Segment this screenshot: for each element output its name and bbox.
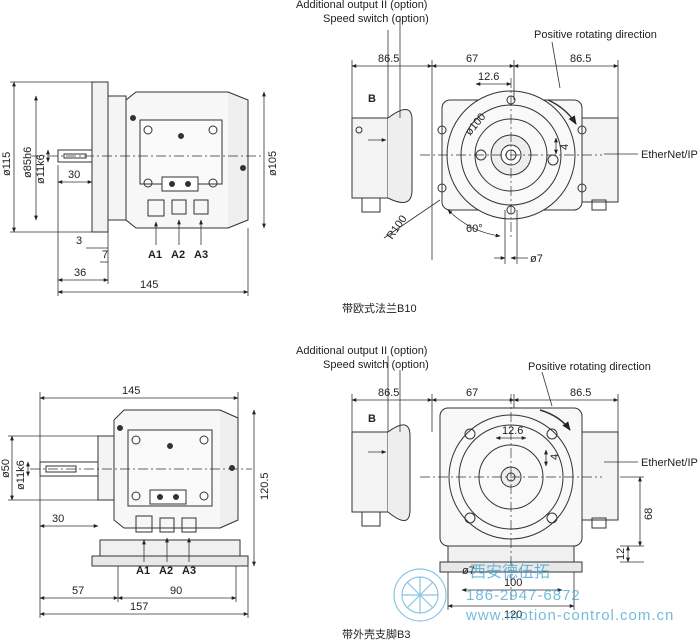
- label-a3: A3: [194, 249, 208, 261]
- dim-86-5-right: 86.5: [570, 53, 591, 65]
- dim-d105: ø105: [267, 151, 279, 176]
- dim-b-86-5-right: 86.5: [570, 387, 591, 399]
- label-b-speed-switch: Speed switch (option): [323, 359, 429, 371]
- dim-b-157: 157: [130, 601, 148, 613]
- watermark-company: 西安德伍拓: [470, 563, 550, 581]
- dim-7: 7: [102, 249, 108, 261]
- dim-d11: ø11k6: [35, 154, 47, 184]
- bottom-side-dims: [8, 392, 256, 618]
- label-speed-switch: Speed switch (option): [323, 13, 429, 25]
- label-a1: A1: [148, 249, 162, 261]
- top-front-dims: [351, 16, 638, 264]
- dim-b-68: 68: [643, 508, 655, 520]
- dim-b-12: 12: [615, 548, 627, 560]
- dim-30: 30: [68, 169, 80, 181]
- label-b-a2: A2: [159, 565, 173, 577]
- dim-d85: ø85h6: [22, 147, 34, 178]
- label-b-a3: A3: [182, 565, 196, 577]
- watermark-phone: 186-2947-6872: [466, 587, 581, 604]
- label-b-a1: A1: [136, 565, 150, 577]
- top-side-dims: [10, 81, 266, 296]
- dim-b-90: 90: [170, 585, 182, 597]
- dim-b-12-6: 12.6: [502, 425, 523, 437]
- dim-b-120: 120: [504, 609, 522, 621]
- caption-bottom: 带外壳支脚B3: [342, 627, 410, 641]
- dim-r100: R100: [385, 213, 410, 241]
- dim-86-5-left: 86.5: [378, 53, 399, 65]
- dim-b-d11: ø11k6: [15, 460, 27, 490]
- label-additional-output: Additional output II (option): [296, 0, 427, 11]
- caption-top: 带欧式法兰B10: [342, 301, 417, 315]
- dim-b-30: 30: [52, 513, 64, 525]
- watermark-url: www.motion-control.com.cn: [465, 607, 674, 624]
- dim-b-86-5-left: 86.5: [378, 387, 399, 399]
- label-b-positive-rotating: Positive rotating direction: [528, 361, 651, 373]
- label-ethernet: EtherNet/IP: [641, 149, 698, 161]
- top-front-view: [351, 78, 619, 240]
- watermark: 西安德伍拓 186-2947-6872 www.motion-control.c…: [393, 563, 674, 624]
- dim-b-d50: ø50: [0, 459, 12, 478]
- label-b-ethernet: EtherNet/IP: [641, 457, 698, 469]
- dim-b-d7: ø7: [462, 565, 475, 577]
- label-b-additional-output: Additional output II (option): [296, 345, 427, 357]
- dim-67: 67: [466, 53, 478, 65]
- dim-b-4: 4: [549, 454, 561, 460]
- bottom-front-texts: Additional output II (option) Speed swit…: [296, 345, 698, 621]
- dim-60: 60°: [466, 223, 483, 235]
- label-b-b: B: [368, 413, 376, 425]
- dim-d115: ø115: [1, 152, 13, 176]
- dim-b-120-5: 120.5: [259, 472, 271, 500]
- label-a2: A2: [171, 249, 185, 261]
- bottom-side-view: [30, 409, 252, 567]
- dim-b-57: 57: [72, 585, 84, 597]
- dim-4: 4: [559, 144, 571, 150]
- dim-b-100: 100: [504, 577, 522, 589]
- top-side-texts: ø115 ø85h6 ø11k6 ø105 30 3 7 36 145 A1 A…: [1, 147, 279, 291]
- watermark-logo: [393, 568, 447, 622]
- dim-b-67: 67: [466, 387, 478, 399]
- bottom-side-texts: 145 ø50 ø11k6 120.5 30 57 90 157 A1 A2 A…: [0, 385, 271, 613]
- top-side-view: [30, 81, 262, 233]
- bottom-front-dims: [351, 356, 644, 610]
- dim-b-145: 145: [122, 385, 140, 397]
- label-b: B: [368, 93, 376, 105]
- dim-36: 36: [74, 267, 86, 279]
- bottom-front-view: [351, 394, 619, 600]
- dim-12-6: 12.6: [478, 71, 499, 83]
- dim-3: 3: [76, 235, 82, 247]
- dim-145: 145: [140, 279, 158, 291]
- dim-d7: ø7: [530, 253, 543, 265]
- label-positive-rotating: Positive rotating direction: [534, 29, 657, 41]
